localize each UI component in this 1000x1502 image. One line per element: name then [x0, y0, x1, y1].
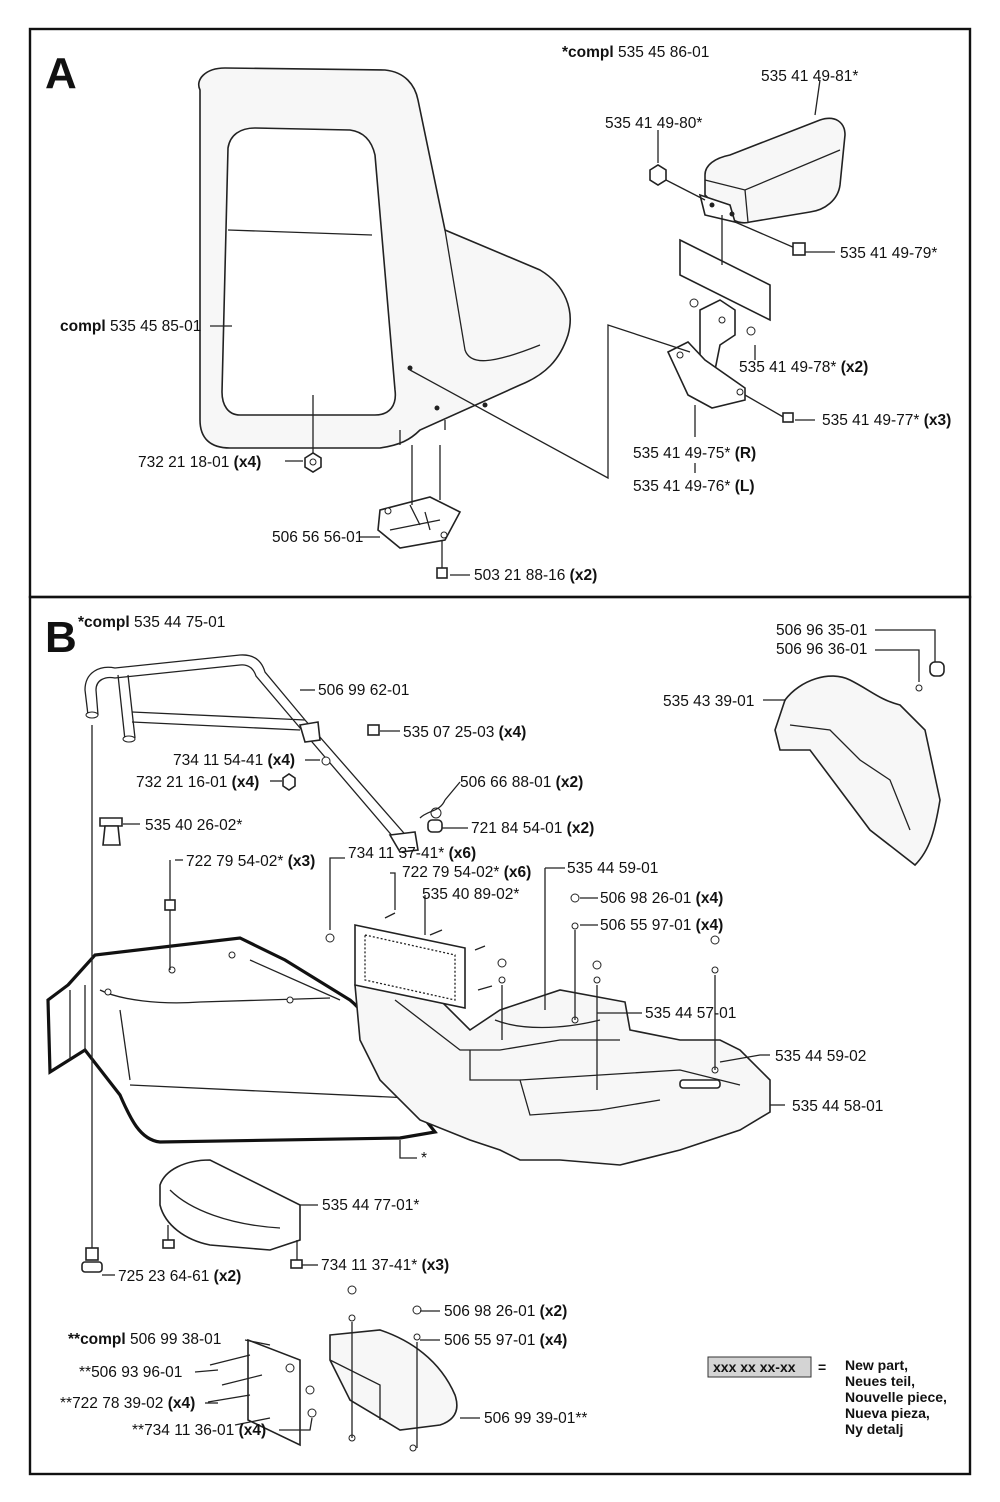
armrest-illustration [698, 117, 846, 224]
bracket-506-99-39-01 [207, 1285, 458, 1452]
knob-535-40-26-02 [99, 817, 123, 846]
part-label-535-44-77-01: 535 44 77-01* [322, 1197, 419, 1214]
section-a-letter: A [45, 49, 77, 98]
legend-line-2: Neues teil, [845, 1373, 915, 1389]
nut-732-21-18 [304, 395, 322, 473]
part-label-506-56-56-01: 506 56 56-01 [272, 529, 363, 546]
part-label-535-41-49-78: 535 41 49-78* (x2) [739, 359, 868, 376]
part-label-535-40-26-02: 535 40 26-02* [145, 817, 242, 834]
part-label-506-98-26-01-x4: 506 98 26-01 (x4) [600, 890, 723, 907]
part-label-732-21-18-01: 732 21 18-01 (x4) [138, 454, 261, 471]
part-label-535-44-58-01: 535 44 58-01 [792, 1098, 883, 1115]
nut-535-41-49-80 [649, 164, 706, 201]
armrest-bracket-r-l [666, 341, 794, 423]
part-label-734-11-54-41: 734 11 54-41 (x4) [173, 752, 295, 769]
part-label-535-44-57-01: 535 44 57-01 [645, 1005, 736, 1022]
leaders-b [102, 629, 936, 1431]
part-label-506-93-96-01: **506 93 96-01 [79, 1364, 182, 1381]
legend-line-5: Ny detalj [845, 1421, 903, 1437]
part-label-535-40-89-02: 535 40 89-02* [422, 886, 519, 903]
fender-screws [325, 893, 720, 1090]
part-label-506-98-26-01-x2: 506 98 26-01 (x2) [444, 1303, 567, 1320]
part-label-535-44-59-01: 535 44 59-01 [567, 860, 658, 877]
part-label-535-41-49-76: 535 41 49-76* (L) [633, 478, 755, 495]
part-label-506-66-88-01: 506 66 88-01 (x2) [460, 774, 583, 791]
tray-535-44-77-01 [159, 1159, 303, 1269]
cover-535-43-39-01 [774, 645, 945, 867]
part-label-734-11-37-41-x6: 734 11 37-41* (x6) [348, 845, 476, 862]
part-label-535-44-59-02: 535 44 59-02 [775, 1048, 866, 1065]
part-label-734-11-37-41-x3: 734 11 37-41* (x3) [321, 1257, 449, 1274]
legend-equals: = [818, 1359, 826, 1375]
part-label-535-41-49-79: 535 41 49-79* [840, 245, 937, 262]
screw-503-21-88 [436, 540, 448, 579]
assembly-line-a [409, 324, 691, 480]
legend-line-3: Nouvelle piece, [845, 1389, 947, 1405]
seat-base-bracket [377, 445, 462, 549]
bolt-535-41-49-79 [734, 221, 806, 256]
rivet-722-79-54-02 [164, 860, 176, 911]
leaders-a [210, 79, 835, 576]
grille-535-40-89-02 [354, 924, 466, 1009]
handle-frame-illustration [84, 654, 419, 853]
small-hardware-b [282, 724, 446, 833]
part-label-506-55-97-01-x4-top: 506 55 97-01 (x4) [600, 917, 723, 934]
part-label-732-21-16-01: 732 21 16-01 (x4) [136, 774, 259, 791]
legend-line-4: Nueva pieza, [845, 1405, 930, 1421]
part-label-535-41-49-80: 535 41 49-80* [605, 115, 702, 132]
part-label-compl-506-99-38-01: **compl 506 99 38-01 [68, 1331, 221, 1348]
part-label-506-99-39-01: 506 99 39-01** [484, 1410, 587, 1427]
section-b-title: *compl 535 44 75-01 [78, 614, 225, 631]
part-label-734-11-36-01: **734 11 36-01 (x4) [132, 1422, 266, 1439]
part-label-506-96-35-01: 506 96 35-01 [776, 622, 867, 639]
section-a-title: *compl 535 45 86-01 [562, 44, 709, 61]
section-b-letter: B [45, 613, 77, 662]
part-label-asterisk: * [421, 1150, 427, 1167]
part-label-535-41-49-81: 535 41 49-81* [761, 68, 858, 85]
part-label-722-79-54-02-x3: 722 79 54-02* (x3) [186, 853, 315, 870]
part-label-722-78-39-02: **722 78 39-02 (x4) [60, 1395, 195, 1412]
part-label-503-21-88-16: 503 21 88-16 (x2) [474, 567, 597, 584]
mounting-plate [679, 215, 771, 372]
part-label-506-96-36-01: 506 96 36-01 [776, 641, 867, 658]
seat-illustration [198, 67, 571, 449]
part-label-535-07-25-03: 535 07 25-03 (x4) [403, 724, 526, 741]
legend-code: xxx xx xx-xx [713, 1359, 796, 1375]
part-label-535-41-49-75: 535 41 49-75* (R) [633, 445, 756, 462]
part-label-535-43-39-01: 535 43 39-01 [663, 693, 754, 710]
part-label-535-41-49-77: 535 41 49-77* (x3) [822, 412, 951, 429]
new-part-swatch [707, 1356, 812, 1378]
bolt-725-23-64-61 [81, 1247, 103, 1273]
part-label-506-55-97-01-x4-bottom: 506 55 97-01 (x4) [444, 1332, 567, 1349]
part-label-506-99-62-01: 506 99 62-01 [318, 682, 409, 699]
part-label-722-79-54-02-x6: 722 79 54-02* (x6) [402, 864, 531, 881]
legend-line-1: New part, [845, 1357, 908, 1373]
part-label-725-23-64-61: 725 23 64-61 (x2) [118, 1268, 241, 1285]
part-label-535-45-85-01: compl 535 45 85-01 [60, 318, 201, 335]
part-label-721-84-54-01: 721 84 54-01 (x2) [471, 820, 594, 837]
new-part-legend: xxx xx xx-xx = New part, Neues teil, Nou… [707, 1356, 947, 1437]
section-b-frame [28, 595, 972, 1476]
